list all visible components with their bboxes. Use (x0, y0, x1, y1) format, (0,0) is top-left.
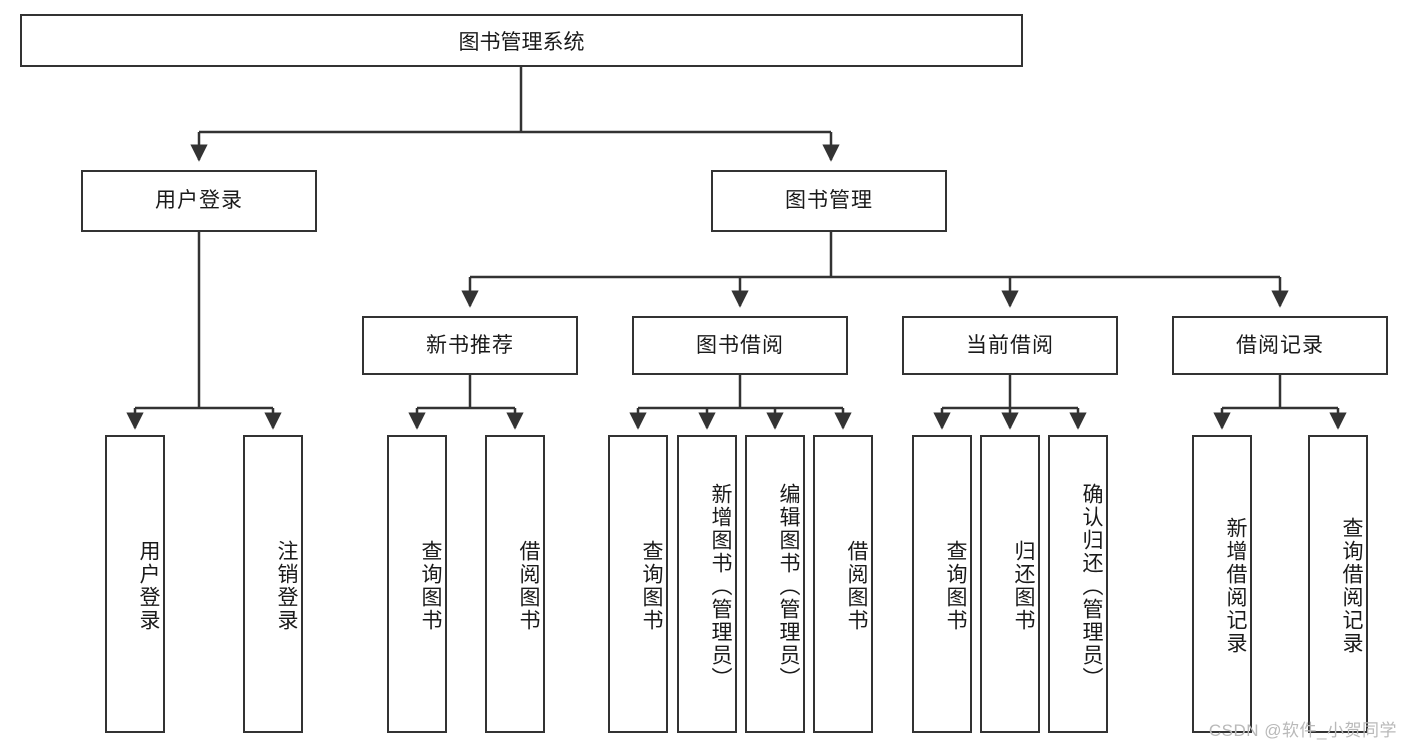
node-book-management[interactable]: 图书管理 (711, 170, 947, 232)
node-label: 新增借阅记录 (1224, 517, 1247, 655)
node-label: 图书管理 (785, 189, 873, 213)
node-user-login[interactable]: 用户登录 (81, 170, 317, 232)
leaf-borrow-edit-book[interactable]: 编辑图书（管理员） (745, 435, 805, 733)
node-label: 查询借阅记录 (1340, 517, 1363, 655)
node-label: 借阅记录 (1236, 333, 1324, 357)
leaf-user-login[interactable]: 用户登录 (105, 435, 165, 733)
leaf-record-add[interactable]: 新增借阅记录 (1192, 435, 1252, 733)
node-book-borrow[interactable]: 图书借阅 (632, 316, 848, 375)
leaf-current-confirm-return[interactable]: 确认归还（管理员） (1048, 435, 1108, 733)
node-current-borrow[interactable]: 当前借阅 (902, 316, 1118, 375)
leaf-borrow-borrow-book[interactable]: 借阅图书 (813, 435, 873, 733)
leaf-logout[interactable]: 注销登录 (243, 435, 303, 733)
node-new-book-recommend[interactable]: 新书推荐 (362, 316, 578, 375)
node-label: 借阅图书 (845, 540, 868, 632)
node-label: 查询图书 (944, 540, 967, 632)
node-label: 确认归还（管理员） (1080, 482, 1103, 690)
node-label: 图书借阅 (696, 333, 784, 357)
leaf-current-query-book[interactable]: 查询图书 (912, 435, 972, 733)
leaf-current-return-book[interactable]: 归还图书 (980, 435, 1040, 733)
node-borrow-record[interactable]: 借阅记录 (1172, 316, 1388, 375)
leaf-borrow-add-book[interactable]: 新增图书（管理员） (677, 435, 737, 733)
node-label: 借阅图书 (517, 540, 540, 632)
node-label: 归还图书 (1012, 540, 1035, 632)
node-label: 查询图书 (640, 540, 663, 632)
leaf-new-book-borrow[interactable]: 借阅图书 (485, 435, 545, 733)
leaf-record-query[interactable]: 查询借阅记录 (1308, 435, 1368, 733)
node-label: 当前借阅 (966, 333, 1054, 357)
node-label: 用户登录 (155, 189, 243, 213)
node-label: 新书推荐 (426, 333, 514, 357)
node-label: 图书管理系统 (458, 30, 585, 54)
watermark: CSDN @软件_小贺同学 (1208, 721, 1397, 740)
node-label: 编辑图书（管理员） (777, 482, 800, 690)
leaf-new-book-query[interactable]: 查询图书 (387, 435, 447, 733)
node-label: 查询图书 (419, 540, 442, 632)
node-label: 用户登录 (137, 540, 160, 632)
node-label: 注销登录 (275, 540, 298, 632)
node-root-system[interactable]: 图书管理系统 (20, 14, 1023, 67)
node-label: 新增图书（管理员） (709, 482, 732, 690)
leaf-borrow-query-book[interactable]: 查询图书 (608, 435, 668, 733)
